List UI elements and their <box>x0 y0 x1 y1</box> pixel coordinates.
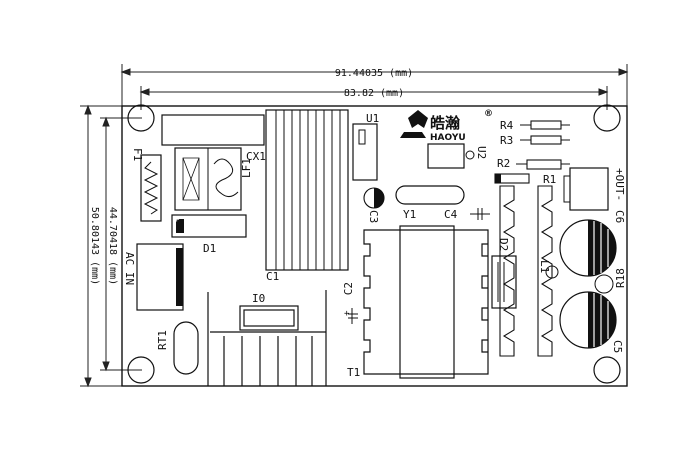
capacitor-cx1: CX1 <box>174 147 266 211</box>
brand-name-cn: 皓瀚 <box>430 114 460 132</box>
header-strip <box>161 114 265 146</box>
cx1-label: CX1 <box>246 150 266 163</box>
y1-label: Y1 <box>403 208 416 221</box>
c1-label: C1 <box>266 270 279 283</box>
resistor-r2: R2 <box>497 157 570 170</box>
mounting-hole-top-right <box>593 104 621 132</box>
r1-label: R1 <box>543 173 556 186</box>
resistor-r4: R4 <box>500 119 570 132</box>
u1-label: U1 <box>366 112 379 125</box>
diode-d1: + D1 <box>171 214 247 255</box>
output-connector: +OUT- <box>563 167 626 211</box>
mounting-hole-bottom-right <box>593 356 621 384</box>
resistor-r18: R18 <box>594 268 627 294</box>
d1-label: D1 <box>203 242 216 255</box>
hole-span-width-label: 83.82 (mm) <box>344 88 404 99</box>
board-outline <box>121 105 628 387</box>
r3-label: R3 <box>500 134 513 147</box>
thermistor-rt1: RT1 <box>156 321 199 375</box>
rt1-label: RT1 <box>156 330 169 350</box>
fuse-f1: F1 <box>131 148 162 222</box>
mounting-holes <box>127 104 621 384</box>
l1-label: L1 <box>538 260 551 273</box>
ic-u2: U2 <box>427 143 488 169</box>
haoyu-logo: 皓瀚 ® HAOYU <box>400 109 493 143</box>
c2-plus-label: + <box>344 309 350 319</box>
dimension-lines <box>80 64 629 388</box>
r4-label: R4 <box>500 119 514 132</box>
r18-label: R18 <box>614 268 627 288</box>
i0-label: I0 <box>252 292 265 305</box>
ac-in-label: AC IN <box>123 252 136 285</box>
mounting-hole-top-left <box>127 104 155 132</box>
inductor-l1: L1 <box>538 260 559 279</box>
hole-span-height-label: 44.70418 (mm) <box>107 207 118 285</box>
out-label: +OUT- <box>613 168 626 201</box>
brand-name-en: HAOYU <box>430 133 466 143</box>
t1-label: T1 <box>347 366 360 379</box>
capacitor-c2: + C2 <box>342 282 358 324</box>
r2-label: R2 <box>497 157 510 170</box>
f1-label: F1 <box>131 148 144 161</box>
crystal-y1: Y1 <box>395 185 465 221</box>
d2-label: D2 <box>497 238 510 251</box>
mounting-hole-bottom-left <box>127 356 155 384</box>
diode-d2: D2 <box>491 238 517 309</box>
c2-label: C2 <box>342 282 355 295</box>
capacitor-c4: C4 <box>444 208 490 221</box>
overall-width-label: 91.44035 (mm) <box>335 68 413 79</box>
c4-label: C4 <box>444 208 458 221</box>
transformer-t1 <box>363 225 489 379</box>
c6-label: C6 <box>613 210 626 223</box>
ic-u1: U1 <box>352 112 379 181</box>
c5-label: C5 <box>611 340 624 353</box>
lf1-label: LF1 <box>240 158 253 178</box>
capacitor-c3: C3 <box>363 187 385 223</box>
rectifier-i0: I0 <box>207 290 327 386</box>
d1-plus-label: + <box>174 215 180 225</box>
overall-height-label: 50.80143 (mm) <box>89 207 100 285</box>
capacitor-c5-electrolytic: C5 <box>559 291 624 353</box>
haoyu-logo-mark <box>400 110 428 138</box>
resistor-r1: R1 <box>494 173 556 186</box>
resistor-r3: R3 <box>500 134 570 147</box>
capacitor-c6-electrolytic <box>559 219 617 277</box>
brand-registered-mark: ® <box>484 109 493 119</box>
c3-label: C3 <box>367 210 380 223</box>
ac-input-connector: AC IN <box>123 243 184 311</box>
capacitor-c1 <box>265 109 349 271</box>
u2-label: U2 <box>475 146 488 159</box>
